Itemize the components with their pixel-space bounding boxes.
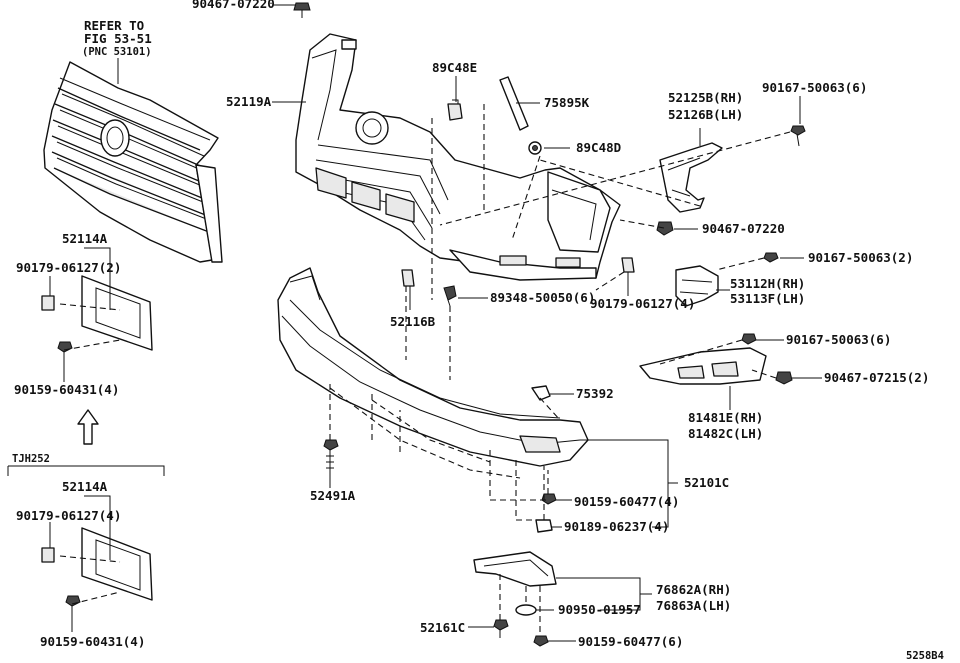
label-90950-01957: 90950-01957: [558, 602, 641, 617]
part-labels: REFER TO FIG 53-51 (PNC 53101) 90467-072…: [12, 0, 944, 662]
label-52125b: 52125B(RH): [668, 90, 743, 105]
label-90167-50063-6a: 90167-50063(6): [762, 80, 867, 95]
clip-52116b: [401, 269, 415, 287]
bolt-90167-50063-top: [790, 125, 806, 147]
bracket-52125b: [659, 142, 723, 213]
nut-90179-06127-mid: [621, 257, 635, 273]
label-52161c: 52161C: [420, 620, 465, 635]
screw-90159-60477-bottom: [533, 635, 549, 647]
front-grille: [43, 58, 223, 263]
clip-90467-07215: [775, 371, 793, 385]
label-52114a-bot: 52114A: [62, 479, 108, 494]
variant-bracket: [7, 465, 165, 476]
sensor-89348-50050: [443, 285, 457, 307]
label-76862a: 76862A(RH): [656, 582, 731, 597]
label-90179-06127-2: 90179-06127(2): [16, 260, 121, 275]
grommet-90950-01957: [515, 604, 537, 616]
screw-90159-60477-mid: [541, 493, 557, 505]
clip-52491a: [323, 439, 339, 472]
label-90159-60431-4-bot: 90159-60431(4): [40, 634, 145, 649]
label-89c48d: 89C48D: [576, 140, 621, 155]
label-52126b: 52126B(LH): [668, 107, 743, 122]
label-81481e: 81481E(RH): [688, 410, 763, 425]
label-90179-06127-4-bot: 90179-06127(4): [16, 508, 121, 523]
label-89348-50050: 89348-50050(6): [490, 290, 595, 305]
label-53112h: 53112H(RH): [730, 276, 805, 291]
bracket-76862a: [473, 551, 557, 587]
label-75895k: 75895K: [544, 95, 590, 110]
label-90159-60477-6: 90159-60477(6): [578, 634, 683, 649]
label-90167-50063-6b: 90167-50063(6): [786, 332, 891, 347]
label-53113f: 53113F(LH): [730, 291, 805, 306]
assembly-lines: [59, 104, 791, 636]
bumper-cover: [277, 267, 589, 467]
strip-75895k: [499, 76, 529, 131]
label-89c48e: 89C48E: [432, 60, 477, 75]
license-bracket-top: [41, 275, 153, 360]
label-52491a: 52491A: [310, 488, 356, 503]
garnish-81481e: [639, 347, 767, 385]
nut-90189-06237: [535, 519, 553, 533]
label-75392: 75392: [576, 386, 614, 401]
clip-90467-07220-mid: [656, 221, 674, 236]
bolt-90167-50063-mid: [763, 252, 779, 263]
figure-code: 5258B4: [906, 650, 944, 662]
label-90159-60431-4-top: 90159-60431(4): [14, 382, 119, 397]
license-bracket-bottom: [41, 527, 153, 614]
label-90467-07220-mid: 90467-07220: [702, 221, 785, 236]
label-90179-06127-4-mid: 90179-06127(4): [590, 296, 695, 311]
bolt-90167-50063-low: [741, 333, 757, 345]
up-arrow-icon: [77, 409, 99, 445]
clip-90467-07220-top: [293, 2, 311, 18]
label-52101c: 52101C: [684, 475, 729, 490]
label-90159-60477-4: 90159-60477(4): [574, 494, 679, 509]
label-90467-07215: 90467-07215(2): [824, 370, 929, 385]
leader-lines: [49, 4, 822, 642]
refer-text-3: (PNC 53101): [82, 46, 152, 58]
clip-89c48d: [528, 141, 542, 155]
clip-52161c: [493, 619, 509, 638]
label-52114a-top: 52114A: [62, 231, 108, 246]
clip-75392: [531, 385, 551, 401]
label-52116b: 52116B: [390, 314, 436, 329]
refer-text-2: FIG 53-51: [84, 31, 152, 46]
label-81482c: 81482C(LH): [688, 426, 763, 441]
cover-53112h: [675, 265, 719, 307]
label-90167-50063-2: 90167-50063(2): [808, 250, 913, 265]
label-76863a: 76863A(LH): [656, 598, 731, 613]
clip-89c48e: [447, 99, 463, 121]
label-52119a: 52119A: [226, 94, 272, 109]
label-90467-07220-top: 90467-07220: [192, 0, 275, 11]
label-90189-06237: 90189-06237(4): [564, 519, 669, 534]
refer-text-1: REFER TO: [84, 18, 144, 33]
label-variant: TJH252: [12, 453, 50, 465]
